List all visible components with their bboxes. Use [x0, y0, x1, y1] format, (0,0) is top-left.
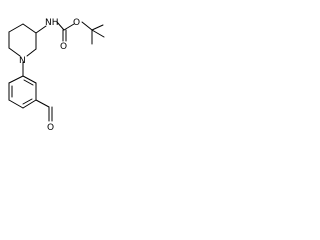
bond-ester-o-tbu	[81, 21, 93, 31]
benzene-ring	[8, 75, 37, 109]
piperidine-ring	[8, 23, 37, 57]
bond-n-c5	[26, 48, 37, 57]
bond-tbu-methyl-2	[91, 24, 104, 31]
bond-ar3-ar4	[22, 99, 37, 109]
aromatic-inner-bond-2	[22, 98, 33, 105]
bond-ar3-cho	[35, 99, 50, 108]
atom-label-carbonyl-oxygen: O	[60, 42, 67, 52]
chemical-structure-diagram: NH O O N O	[8, 18, 105, 133]
bond-tbu-methyl-3	[91, 29, 105, 38]
bond-c2-c1	[8, 23, 24, 33]
atom-label-aldehyde-oxygen: O	[47, 123, 54, 133]
atom-label-ring-nitrogen: N	[19, 56, 26, 66]
bond-ar4-ar5	[8, 99, 24, 109]
bond-ar6-ar1	[8, 75, 24, 84]
carbamate-chain	[35, 21, 105, 45]
atom-label-ester-oxygen: O	[73, 18, 80, 28]
bond-carbonyl-ester-o	[63, 23, 75, 31]
bond-ar1-ar2	[22, 75, 37, 84]
aldehyde-group	[35, 99, 53, 122]
bond-c3-c2	[22, 23, 37, 34]
bond-nh-carbonyl	[56, 21, 65, 31]
atom-label-nh: NH	[45, 18, 59, 28]
bond-c3-nh	[35, 25, 47, 34]
bond-c6-n	[8, 47, 21, 57]
aromatic-inner-bond-1	[23, 79, 34, 86]
